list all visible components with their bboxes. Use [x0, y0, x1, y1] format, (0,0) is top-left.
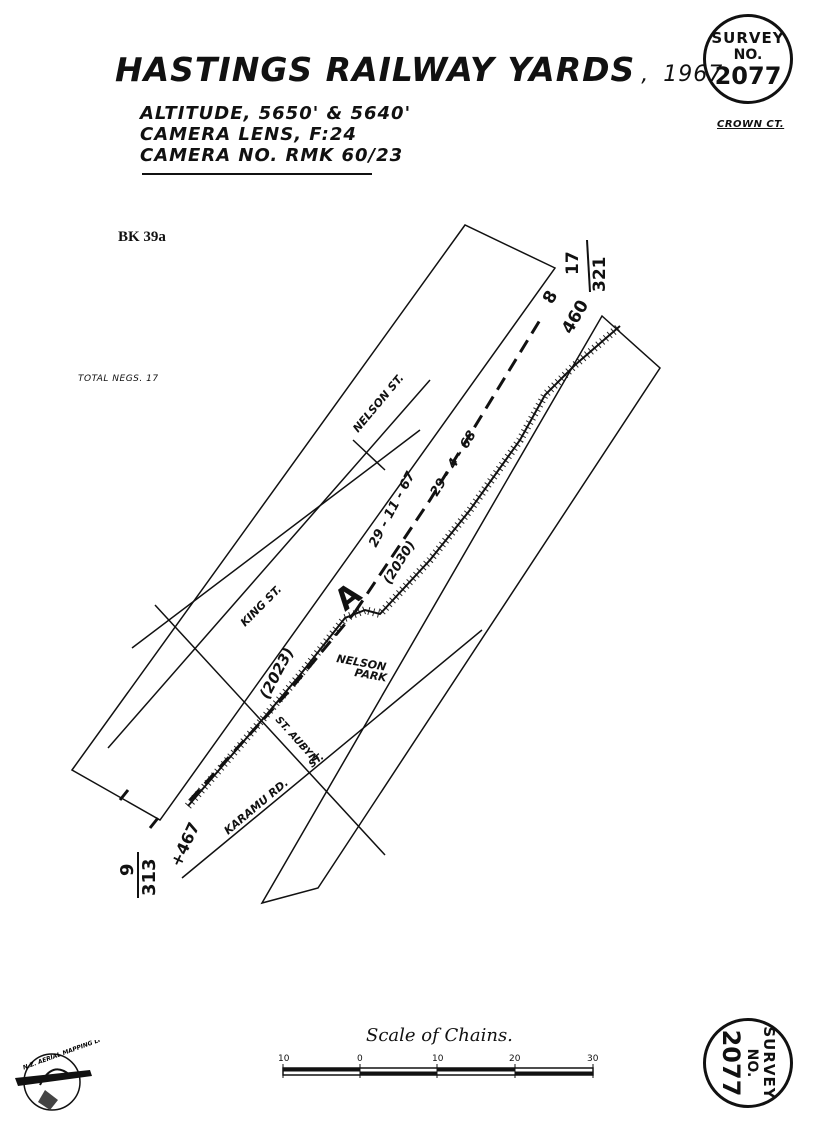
total-negatives: TOTAL NEGS. 17 [78, 374, 159, 384]
frame-top-top: 17 [563, 251, 583, 275]
frame-bot-range: +467 [166, 819, 203, 869]
frame-top-range: 460 [558, 297, 593, 338]
coverage-boundary-upper [70, 224, 557, 821]
frame-bot-den: 313 [139, 858, 160, 896]
street-king [131, 429, 421, 649]
frame-top-fraction-bar [586, 239, 591, 293]
label-nelson-st: NELSON ST. [350, 372, 406, 435]
title-text: HASTINGS RAILWAY YARDS [115, 50, 636, 89]
logo-text: N.Z. AERIAL MAPPING LTD. [22, 1040, 100, 1071]
label-date-2: 29 - 4 - 68 [428, 428, 480, 499]
frame-bot-num: 9 [117, 863, 138, 876]
scale-tick-label: 20 [509, 1054, 521, 1064]
camera-lens-text: CAMERA LENS, F:24 [140, 124, 357, 145]
sheet-reference: BK 39a [118, 229, 166, 245]
flight-line-dash [118, 789, 130, 801]
street-nelson-branch [352, 439, 386, 471]
railway-track [187, 325, 621, 807]
crown-copyright: CROWN CT. [717, 119, 785, 130]
scale-tick-label: 10 [432, 1054, 444, 1064]
coverage-boundary-lower [260, 314, 661, 905]
street-karamu [181, 629, 483, 879]
label-king-st: KING ST. [238, 583, 284, 629]
company-logo: N.Z. AERIAL MAPPING LTD. [10, 1040, 100, 1115]
label-nelson-park-line2: PARK [353, 666, 389, 685]
stamp-survey-label: SURVEY [711, 28, 785, 47]
scale-tick-label: 30 [587, 1054, 599, 1064]
frame-top-den: 321 [590, 257, 610, 293]
scale-bar [282, 1064, 594, 1078]
street-nelson [107, 379, 431, 749]
flight-line-dash [148, 817, 160, 829]
survey-stamp-top: SURVEY NO. 2077 [703, 14, 793, 104]
stamp-number: 2077 [714, 61, 782, 90]
scale-tick-label: 10 [278, 1054, 290, 1064]
scale-title: Scale of Chains. [366, 1025, 513, 1046]
flight-line-2030 [353, 319, 542, 613]
camera-number-text: CAMERA NO. RMK 60/23 [140, 145, 404, 166]
scale-tick-label: 0 [357, 1054, 363, 1064]
label-run-2023: (2023) [256, 644, 298, 701]
altitude-text: ALTITUDE, 5650' & 5640' [140, 103, 412, 124]
frame-top-num: 8 [539, 287, 562, 307]
aerial-mapping-logo-icon: N.Z. AERIAL MAPPING LTD. [15, 1040, 100, 1111]
stamp-no-label: NO. [733, 46, 763, 63]
street-st-aubyn [154, 604, 386, 856]
label-date-1: 29 - 11 - 67 [366, 469, 419, 550]
label-karamu-rd: KARAMU RD. [222, 776, 291, 837]
header-rule [142, 173, 372, 175]
